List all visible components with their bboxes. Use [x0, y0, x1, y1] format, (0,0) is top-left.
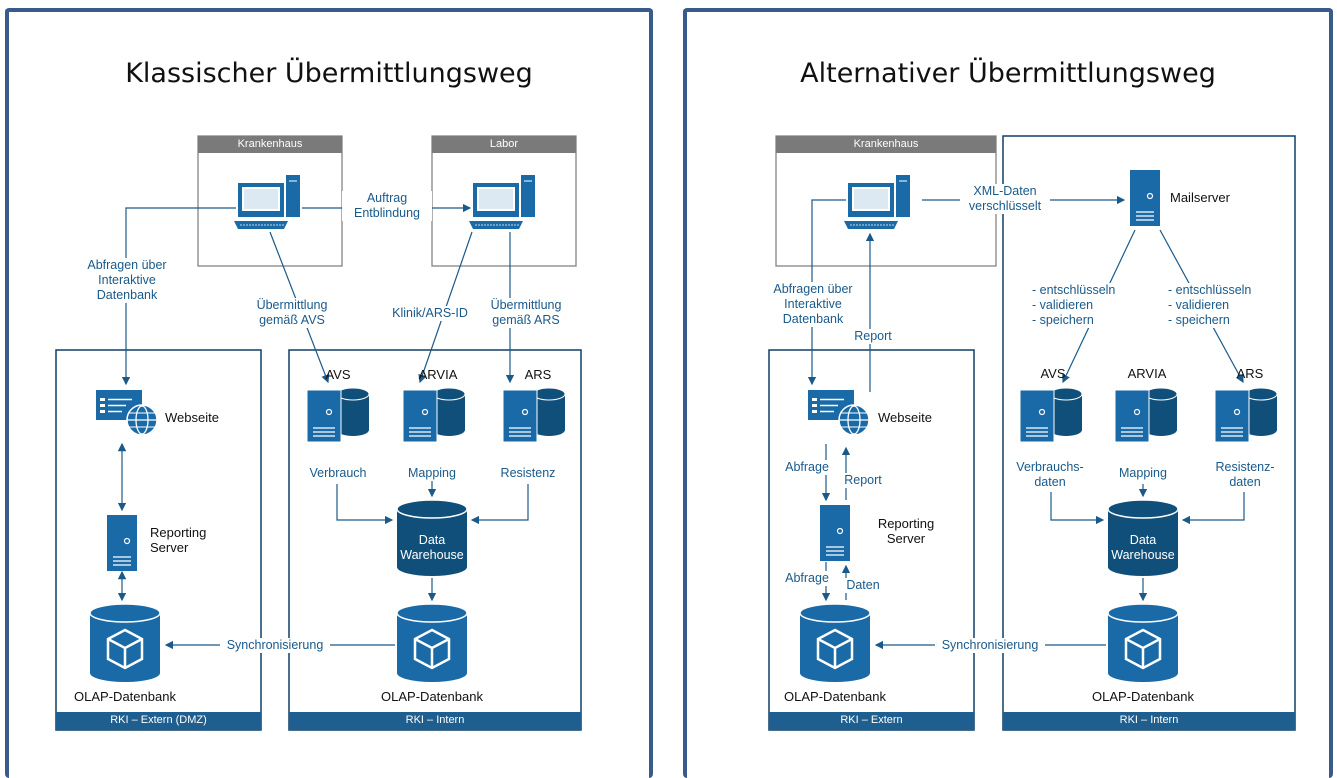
resistenz-label: Resistenz: [490, 466, 566, 481]
sync-label-right: Synchronisierung: [935, 638, 1045, 653]
avs-label-right: AVS: [1040, 366, 1066, 381]
olap-intern-icon: [395, 602, 469, 684]
left-diagram: [55, 135, 582, 731]
mapping-label-right: Mapping: [1108, 466, 1178, 481]
data-warehouse-label: Data Warehouse: [400, 533, 464, 562]
abfrage2-label: Abfrage: [782, 571, 832, 586]
ars-label-right: ARS: [1236, 366, 1264, 381]
olap-intern-label-right: OLAP-Datenbank: [1092, 689, 1194, 704]
avs-label: AVS: [325, 367, 351, 382]
avs-server-icon-right: [1019, 387, 1083, 443]
webseite-icon: [95, 389, 158, 436]
klinik-ars-label: Klinik/ARS-ID: [380, 306, 480, 321]
krankenhaus-title: Krankenhaus: [237, 138, 303, 150]
zone-intern-title: RKI – Intern: [405, 714, 465, 726]
olap-intern-icon-right: [1106, 602, 1180, 684]
arvia-label-right: ARVIA: [1127, 366, 1167, 381]
zone-extern-title: RKI – Extern (DMZ): [110, 714, 207, 726]
resistenzdaten-label: Resistenz- daten: [1205, 460, 1285, 490]
olap-extern-label: OLAP-Datenbank: [74, 689, 176, 704]
webseite-icon-right: [807, 389, 870, 436]
daten-label: Daten: [840, 578, 886, 593]
zone-extern-title-right: RKI – Extern: [840, 714, 903, 726]
uebermittlung-ars-label: Übermittlung gemäß ARS: [476, 298, 576, 328]
ars-server-icon-right: [1214, 387, 1278, 443]
mapping-label: Mapping: [397, 466, 467, 481]
report2-label: Report: [840, 473, 886, 488]
auftrag-label: Auftrag Entblindung: [342, 191, 432, 221]
webseite-label: Webseite: [165, 410, 219, 425]
panel-title: Alternativer Übermittlungsweg: [800, 58, 1216, 89]
reporting-label: Reporting Server: [150, 525, 207, 555]
zone-intern-title-right: RKI – Intern: [1119, 714, 1179, 726]
ars-server-icon: [502, 387, 566, 443]
reporting-server-icon: [106, 514, 138, 572]
report-top-label: Report: [848, 329, 898, 344]
verbrauchsdaten-label: Verbrauchs- daten: [1010, 460, 1090, 490]
xml-label: XML-Daten verschlüsselt: [960, 184, 1050, 214]
avs-server-icon: [306, 387, 370, 443]
krankenhaus-title-right: Krankenhaus: [853, 138, 919, 150]
olap-intern-label: OLAP-Datenbank: [381, 689, 483, 704]
arvia-label: ARVIA: [418, 367, 458, 382]
reporting-label-right: Reporting Server: [877, 516, 935, 546]
sync-label: Synchronisierung: [220, 638, 330, 653]
panel-title: Klassischer Übermittlungsweg: [125, 58, 533, 89]
right-diagram: [768, 135, 1296, 731]
olap-extern-icon: [88, 602, 162, 684]
webseite-label-right: Webseite: [878, 410, 932, 425]
abfragen-label-right: Abfragen über Interaktive Datenbank: [758, 282, 868, 327]
arvia-server-icon: [402, 387, 466, 443]
steps-left-label: - entschlüsseln - validieren - speichern: [1032, 283, 1132, 328]
mailserver-icon: [1129, 169, 1161, 227]
abfrage1-label: Abfrage: [782, 460, 832, 475]
mailserver-label: Mailserver: [1170, 190, 1230, 205]
ars-label: ARS: [524, 367, 552, 382]
olap-extern-label-right: OLAP-Datenbank: [784, 689, 886, 704]
arvia-server-icon-right: [1114, 387, 1178, 443]
abfragen-label: Abfragen über Interaktive Datenbank: [72, 258, 182, 303]
steps-right-label: - entschlüsseln - validieren - speichern: [1168, 283, 1268, 328]
data-warehouse-label-right: Data Warehouse: [1111, 533, 1175, 562]
olap-extern-icon-right: [798, 602, 872, 684]
reporting-server-icon-right: [819, 504, 851, 562]
labor-title: Labor: [489, 138, 519, 150]
verbrauch-label: Verbrauch: [298, 466, 378, 481]
uebermittlung-avs-label: Übermittlung gemäß AVS: [242, 298, 342, 328]
